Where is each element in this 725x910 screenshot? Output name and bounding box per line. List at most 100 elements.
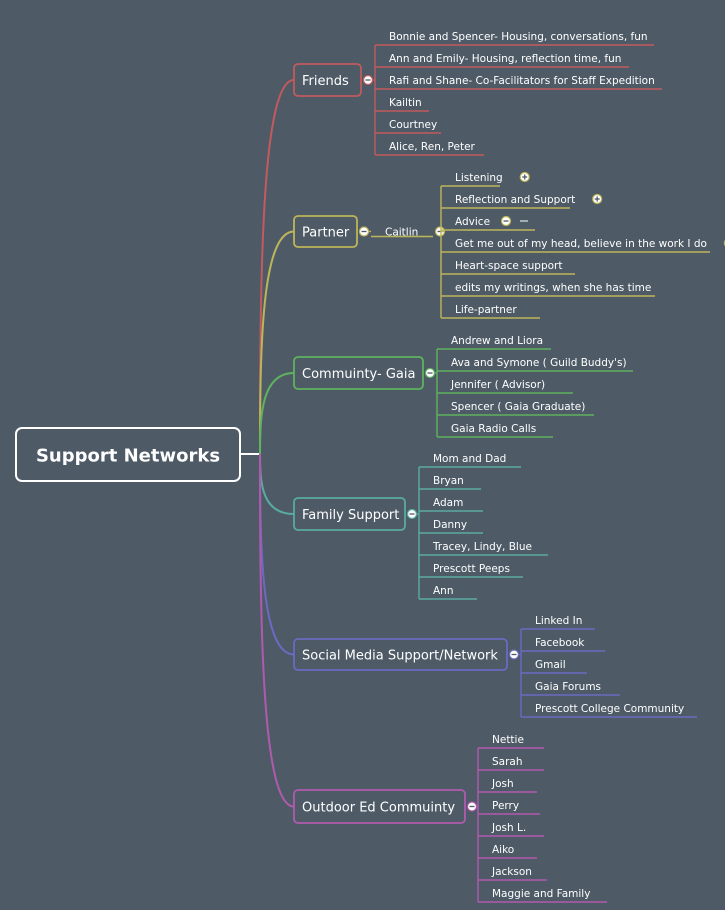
leaf-kailtin[interactable]: Kailtin [375, 97, 429, 112]
branch-friends: Friends Bonnie and Spencer- Housing, conv… [259, 31, 662, 455]
leaf-josh-l[interactable]: Josh L. [478, 822, 544, 837]
leaf-jennifer-advisor[interactable]: Jennifer ( Advisor) [437, 379, 573, 394]
sub-node-caitlin[interactable]: Caitlin [371, 227, 433, 239]
leaf-label: edits my writings, when she has time [455, 282, 651, 294]
leaf-andrew-and-liora[interactable]: Andrew and Liora [437, 335, 551, 350]
leaf-gmail[interactable]: Gmail [521, 659, 587, 674]
branch-connector [259, 453, 295, 808]
leaf-gaia-forums[interactable]: Gaia Forums [521, 681, 620, 696]
leaf-perry[interactable]: Perry [478, 800, 540, 815]
leaf-label: Bonnie and Spencer- Housing, conversatio… [389, 31, 648, 43]
leaf-ava-and-symone-guild-buddy-s[interactable]: Ava and Symone ( Guild Buddy's) [437, 357, 633, 372]
branch-node-outdoor-ed-commuinty[interactable]: Outdoor Ed Commuinty [293, 789, 466, 824]
leaf-label: Perry [492, 800, 519, 812]
leaf-get-me-out-of-my-head-believe-in-the-work-i-do[interactable]: Get me out of my head, believe in the wo… [441, 238, 725, 253]
leaf-label: Josh [491, 778, 514, 790]
branch-node-box [293, 63, 362, 97]
branch-node-box [293, 789, 466, 824]
leaf-prescott-college-community[interactable]: Prescott College Community [521, 703, 697, 718]
collapse-toggle-icon[interactable] [466, 801, 478, 812]
root-node-label: Support Networks [36, 446, 220, 467]
leaf-bryan[interactable]: Bryan [419, 475, 481, 490]
leaf-label: Ann [433, 585, 454, 597]
leaf-prescott-peeps[interactable]: Prescott Peeps [419, 563, 523, 578]
leaf-label: Get me out of my head, believe in the wo… [455, 238, 707, 250]
leaf-label: Spencer ( Gaia Graduate) [451, 401, 585, 413]
leaf-spencer-gaia-graduate[interactable]: Spencer ( Gaia Graduate) [437, 401, 594, 416]
leaf-tracey-lindy-blue[interactable]: Tracey, Lindy, Blue [419, 541, 548, 556]
branch-node-box [293, 638, 508, 671]
branch-connector [259, 372, 295, 455]
branch-node-label: Family Support [302, 508, 399, 523]
leaf-danny[interactable]: Danny [419, 519, 483, 534]
leaf-label: Maggie and Family [492, 888, 590, 900]
leaf-mom-and-dad[interactable]: Mom and Dad [419, 453, 521, 468]
collapse-toggle-icon[interactable] [500, 215, 512, 227]
leaf-listening[interactable]: Listening [441, 171, 530, 187]
leaf-label: Rafi and Shane- Co-Facilitators for Staf… [389, 75, 655, 87]
branch-family-support: Family Support Mom and DadBryanAdamDannyT… [259, 453, 548, 600]
leaf-facebook[interactable]: Facebook [521, 637, 605, 652]
leaf-gaia-radio-calls[interactable]: Gaia Radio Calls [437, 423, 553, 438]
leaf-aiko[interactable]: Aiko [478, 844, 537, 859]
collapse-toggle-icon[interactable] [362, 74, 374, 86]
collapse-toggle-icon[interactable] [358, 226, 370, 237]
leaf-label: Ann and Emily- Housing, reflection time,… [389, 53, 621, 65]
leaf-heart-space-support[interactable]: Heart-space support [441, 260, 575, 275]
leaf-alice-ren-peter[interactable]: Alice, Ren, Peter [375, 141, 484, 156]
collapse-toggle-icon[interactable] [406, 508, 418, 520]
leaf-edits-my-writings-when-she-has-time[interactable]: edits my writings, when she has time [441, 282, 655, 297]
leaf-label: Danny [433, 519, 467, 531]
leaf-life-partner[interactable]: Life-partner [441, 304, 540, 319]
leaf-label: Bryan [433, 475, 464, 487]
leaf-label: Courtney [389, 119, 437, 131]
leaf-bonnie-and-spencer-housing-conversations-fun[interactable]: Bonnie and Spencer- Housing, conversatio… [375, 31, 654, 46]
branch-node-commuinty-gaia[interactable]: Commuinty- Gaia [293, 356, 424, 390]
leaf-label: Gmail [535, 659, 566, 671]
leaf-ann-and-emily-housing-reflection-time-fun[interactable]: Ann and Emily- Housing, reflection time,… [375, 53, 629, 68]
branch-node-box [293, 215, 358, 248]
leaf-maggie-and-family[interactable]: Maggie and Family [478, 888, 607, 903]
branch-connector [259, 453, 295, 656]
leaf-label: Jennifer ( Advisor) [450, 379, 545, 391]
branch-node-label: Commuinty- Gaia [302, 367, 415, 382]
leaf-label: Adam [433, 497, 463, 509]
root-node[interactable]: Support Networks [15, 427, 241, 482]
branch-node-social-media-support-network[interactable]: Social Media Support/Network [293, 638, 508, 671]
leaf-label: Heart-space support [455, 260, 562, 272]
leaf-reflection-and-support[interactable]: Reflection and Support [441, 193, 603, 209]
branch-node-friends[interactable]: Friends [293, 63, 362, 97]
leaf-label: Tracey, Lindy, Blue [432, 541, 532, 553]
branch-outdoor-ed-commuinty: Outdoor Ed Commuinty NettieSarahJoshPerry… [259, 453, 607, 903]
leaf-nettie[interactable]: Nettie [478, 734, 544, 749]
expand-toggle-icon[interactable] [592, 193, 603, 205]
branch-node-label: Outdoor Ed Commuinty [302, 801, 455, 816]
leaf-label: Sarah [492, 756, 523, 768]
collapse-toggle-icon[interactable] [508, 649, 520, 660]
expand-toggle-icon[interactable] [519, 171, 530, 183]
leaf-label: Kailtin [389, 97, 422, 109]
leaf-label: Ava and Symone ( Guild Buddy's) [451, 357, 627, 369]
leaf-jackson[interactable]: Jackson [478, 866, 547, 881]
leaf-adam[interactable]: Adam [419, 497, 483, 512]
leaf-label: Reflection and Support [455, 194, 575, 206]
leaf-label: Life-partner [455, 304, 517, 316]
leaf-label: Aiko [492, 844, 514, 856]
branch-social-media-support-network: Social Media Support/Network Linked In Fac… [259, 453, 697, 718]
leaf-linked-in[interactable]: Linked In [521, 615, 595, 630]
leaf-rafi-and-shane-co-facilitators-for-staff-expedition[interactable]: Rafi and Shane- Co-Facilitators for Staf… [375, 75, 662, 90]
leaf-courtney[interactable]: Courtney [375, 119, 441, 134]
branch-node-family-support[interactable]: Family Support [293, 497, 406, 531]
leaf-label: Gaia Forums [535, 681, 601, 693]
leaf-josh[interactable]: Josh [478, 778, 537, 793]
leaf-sarah[interactable]: Sarah [478, 756, 544, 771]
collapse-toggle-icon[interactable] [424, 367, 436, 379]
leaf-ann[interactable]: Ann [419, 585, 477, 600]
leaf-label: Josh L. [491, 822, 526, 834]
branch-node-label: Friends [302, 74, 349, 89]
branch-node-partner[interactable]: Partner [293, 215, 358, 248]
leaf-advice[interactable]: Advice [441, 215, 535, 231]
leaf-label: Prescott Peeps [433, 563, 510, 575]
